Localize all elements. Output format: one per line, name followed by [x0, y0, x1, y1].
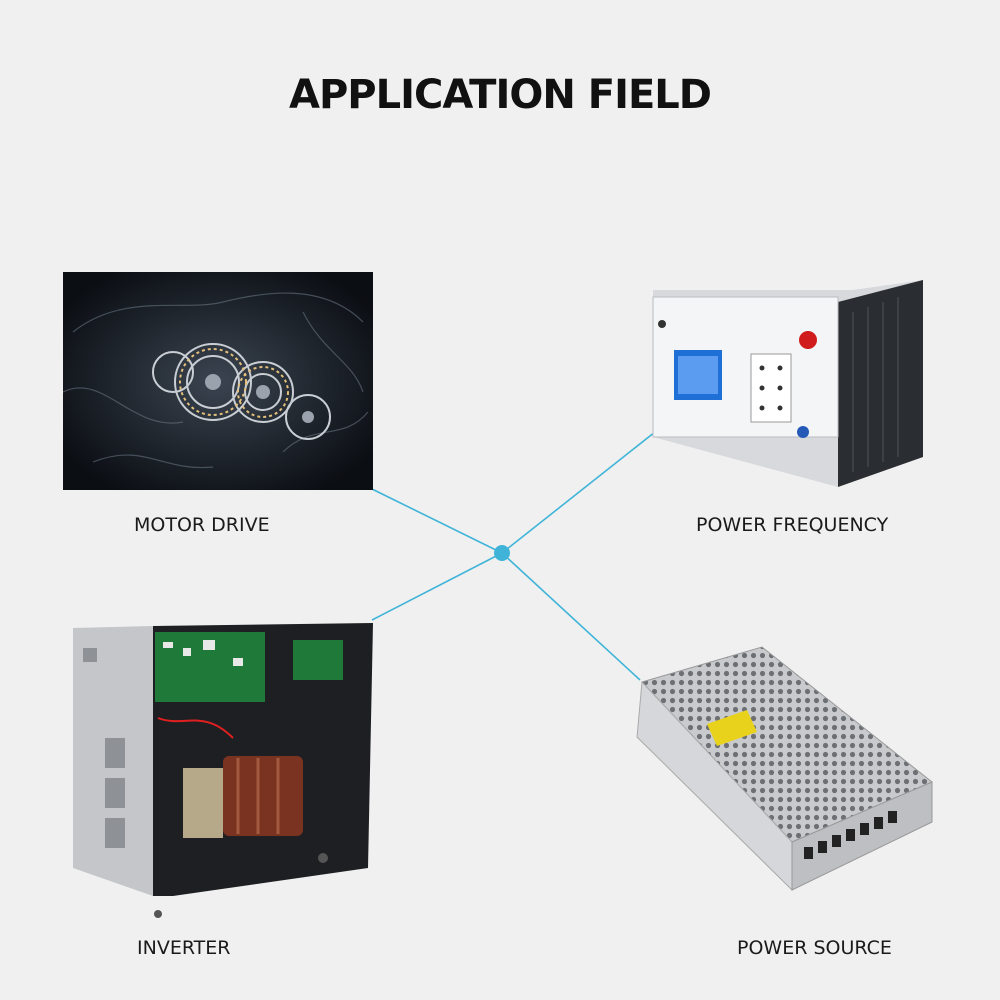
connector-hub-node — [494, 545, 510, 561]
connector-line-power-source — [501, 552, 641, 681]
field-label-motor-drive: MOTOR DRIVE — [134, 514, 270, 536]
field-label-inverter: INVERTER — [137, 937, 231, 959]
power-frequency-cabinet-image — [652, 280, 923, 487]
field-label-power-frequency: POWER FREQUENCY — [696, 514, 889, 536]
motor-gear-image — [63, 272, 373, 490]
connector-line-motor — [371, 488, 503, 554]
connector-line-inverter — [371, 552, 503, 621]
field-label-power-source: POWER SOURCE — [737, 937, 892, 959]
inverter-unit-image — [73, 623, 373, 918]
page-title: APPLICATION FIELD — [289, 72, 712, 118]
connector-line-power-frequency — [501, 431, 656, 554]
switching-power-supply-image — [636, 646, 933, 892]
